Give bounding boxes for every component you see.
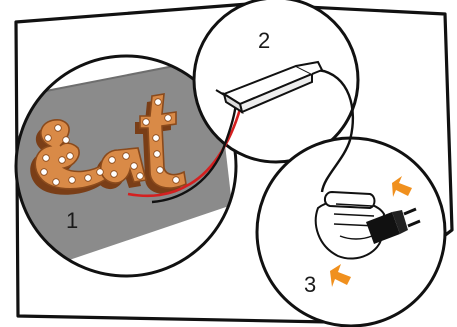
step-1-label: 1 bbox=[66, 208, 78, 233]
power-plug-icon bbox=[366, 207, 421, 244]
direction-arrow-icon bbox=[392, 176, 412, 197]
sign-bulbs bbox=[40, 98, 180, 186]
wire-red bbox=[127, 101, 244, 198]
step-3-label: 3 bbox=[304, 272, 316, 297]
step-2-label: 2 bbox=[258, 28, 270, 53]
hand-unplugging-icon bbox=[314, 190, 386, 260]
marquee-sign-icon bbox=[30, 93, 187, 195]
direction-arrow-icon bbox=[330, 264, 351, 287]
wire-black bbox=[151, 68, 355, 204]
led-driver-icon bbox=[215, 60, 324, 115]
